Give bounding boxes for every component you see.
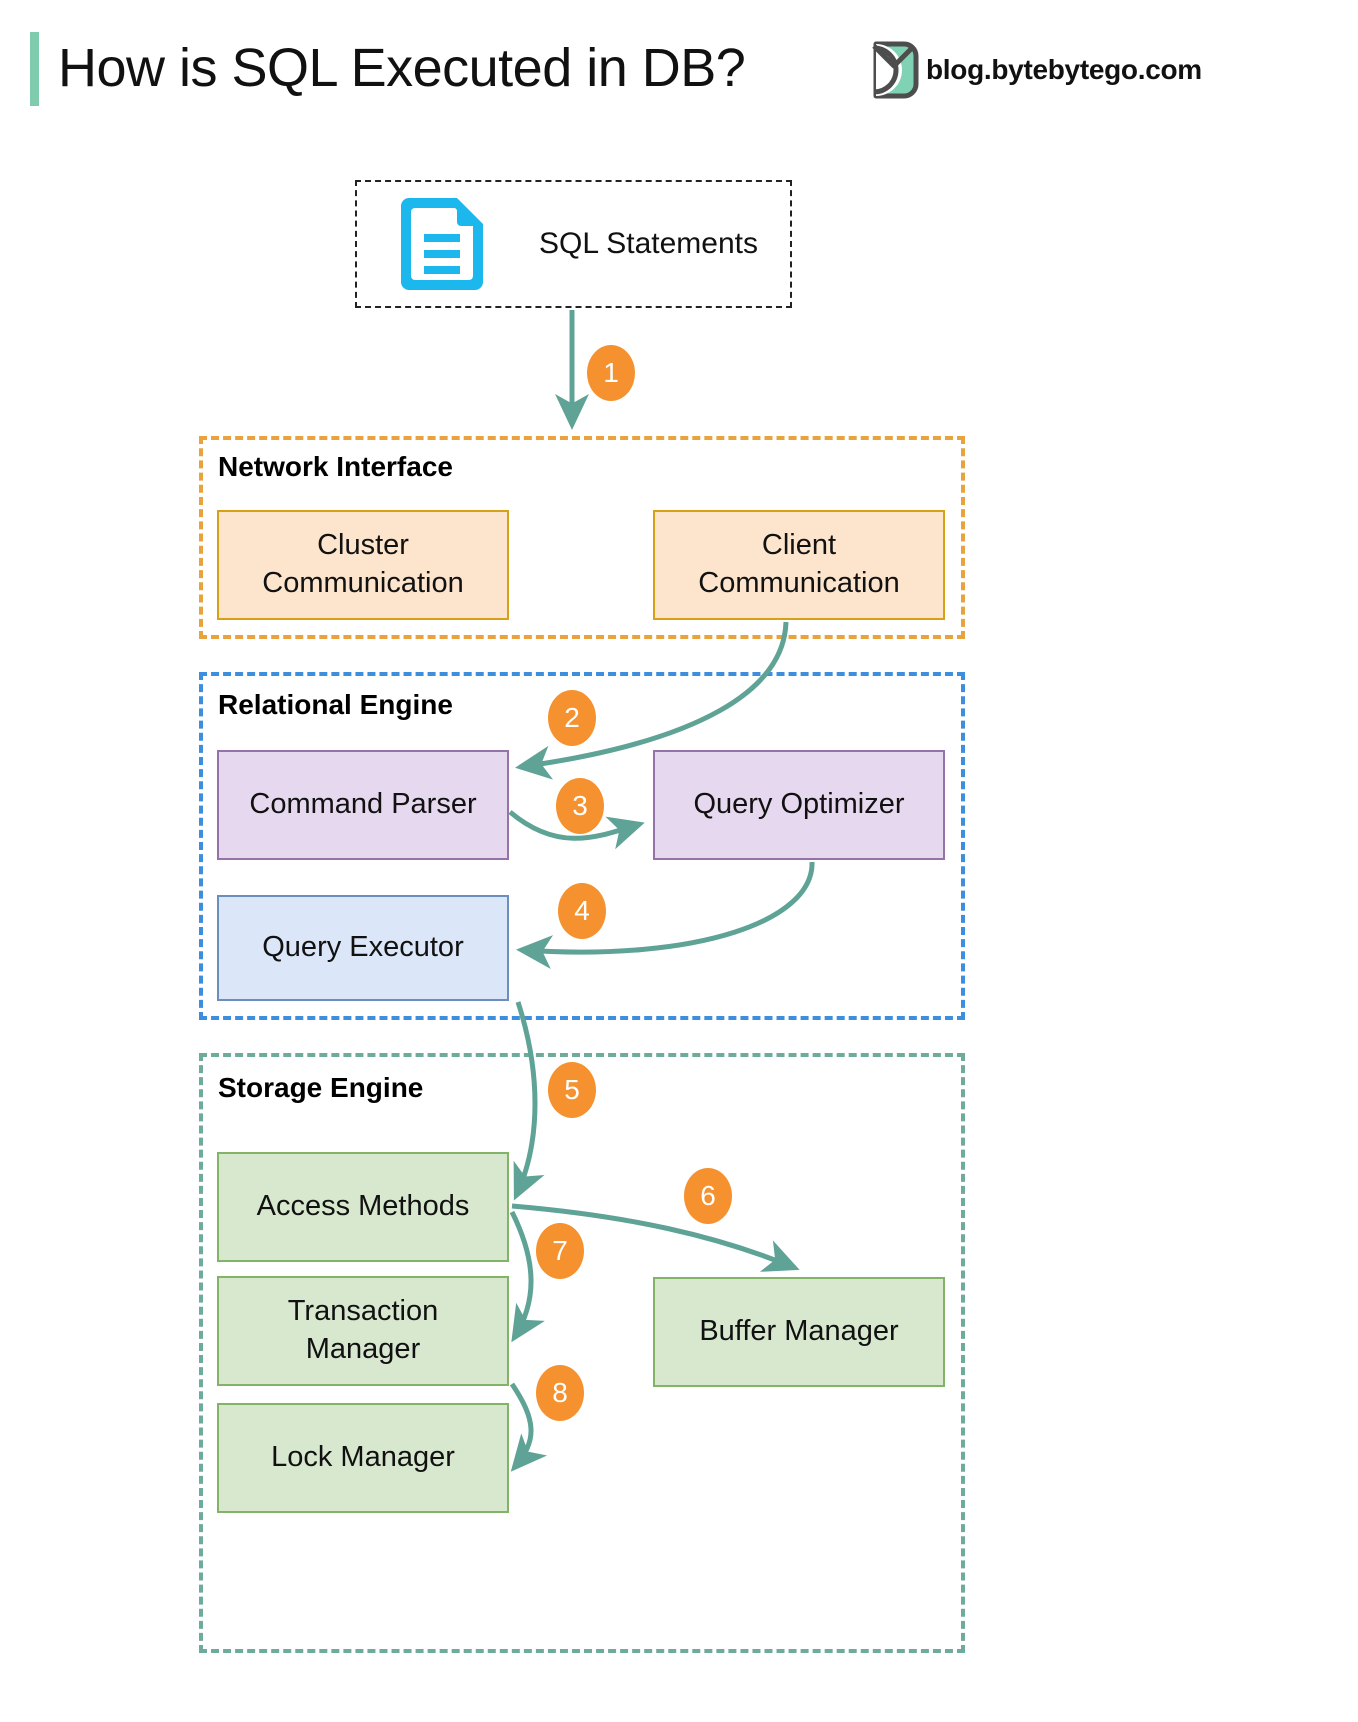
step-badge-6: 6	[684, 1168, 732, 1224]
node-buffer-manager[interactable]: Buffer Manager	[653, 1277, 945, 1387]
node-label: Buffer Manager	[699, 1315, 899, 1348]
brand-label: blog.bytebytego.com	[926, 54, 1202, 85]
title-accent-bar	[30, 32, 39, 106]
node-label: Command Parser	[249, 788, 477, 821]
group-label-relational-engine: Relational Engine	[218, 689, 453, 720]
node-query-executor[interactable]: Query Executor	[217, 895, 509, 1001]
node-lock-manager[interactable]: Lock Manager	[217, 1403, 509, 1513]
sql-statements-box: SQL Statements	[355, 180, 792, 308]
step-badge-3: 3	[556, 778, 604, 834]
node-label: Query Optimizer	[693, 788, 905, 821]
step-badge-4: 4	[558, 883, 606, 939]
step-badge-1: 1	[587, 345, 635, 401]
node-command-parser[interactable]: Command Parser	[217, 750, 509, 860]
step-badge-5: 5	[548, 1062, 596, 1118]
sql-statements-label: SQL Statements	[539, 227, 758, 260]
node-query-optimizer[interactable]: Query Optimizer	[653, 750, 945, 860]
bytebytego-logo-icon	[872, 41, 919, 99]
node-label: Query Executor	[262, 931, 464, 964]
group-label-storage-engine: Storage Engine	[218, 1072, 424, 1103]
document-icon	[401, 198, 483, 290]
step-badge-8: 8	[536, 1365, 584, 1421]
node-label: Lock Manager	[271, 1441, 455, 1474]
header: How is SQL Executed in DB? blog.bytebyte…	[0, 0, 1358, 140]
step-badge-2: 2	[548, 690, 596, 746]
page-title: How is SQL Executed in DB?	[58, 38, 746, 98]
brand: blog.bytebytego.com	[868, 40, 1202, 100]
group-label-network-interface: Network Interface	[218, 451, 453, 482]
step-badge-7: 7	[536, 1223, 584, 1279]
group-storage-engine	[199, 1053, 965, 1653]
node-access-methods[interactable]: Access Methods	[217, 1152, 509, 1262]
node-label: Access Methods	[256, 1190, 470, 1223]
